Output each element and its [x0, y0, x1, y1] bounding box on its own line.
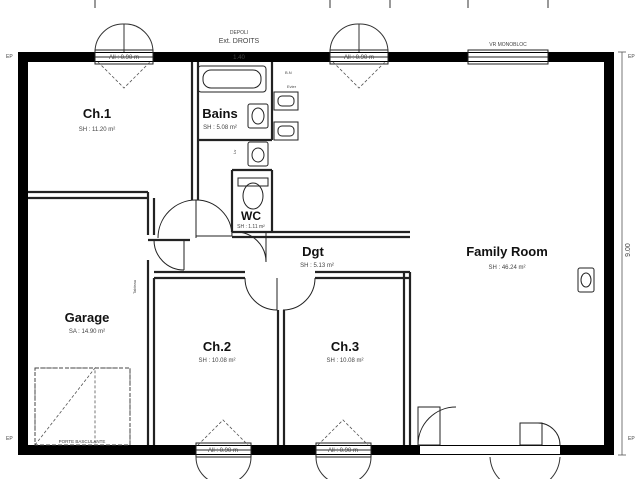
door-swings — [153, 199, 561, 446]
room-name-ch3: Ch.3 — [331, 339, 359, 354]
toilet-bowl — [242, 182, 264, 210]
edge-mark-tr: EP — [628, 54, 635, 60]
room-area-ch2: SH : 10.08 m² — [198, 358, 235, 364]
wall-top — [18, 52, 614, 62]
family-sink — [577, 267, 595, 293]
room-name-garage: Garage — [65, 310, 110, 325]
double-sink — [273, 91, 299, 111]
bathroom-fixtures — [197, 65, 595, 293]
wall-right — [604, 52, 614, 455]
edge-mark-br: EP — [628, 436, 635, 442]
window-label-top2: All : 0.90 m — [344, 55, 374, 61]
sink-bath — [247, 103, 269, 129]
edge-mark-tl: EP — [6, 54, 13, 60]
room-name-ch1: Ch.1 — [83, 106, 111, 121]
shower-note-top: DEPOLI — [230, 30, 248, 36]
room-area-garage: SA : 14.90 m² — [69, 329, 105, 335]
room-name-ch2: Ch.2 — [203, 339, 231, 354]
sink-note: Evier — [287, 84, 297, 89]
window-label-bottom1: All : 0.90 m — [208, 448, 238, 454]
garage-note: Tableau — [132, 280, 137, 294]
dimension-line-right — [618, 51, 626, 456]
garage-door-label: PORTE BASCULANTE — [59, 439, 106, 444]
interior-walls — [28, 62, 412, 445]
tub-note: B.N — [285, 70, 292, 75]
garage-door-outline — [34, 367, 131, 446]
wall-left — [18, 52, 28, 455]
window-label-bottom2: All : 0.90 m — [328, 448, 358, 454]
room-name-wc: WC — [241, 209, 261, 223]
bathtub — [197, 65, 267, 93]
window-label-top1: All : 0.90 m — [109, 55, 139, 61]
dimension-right: 9.00 — [625, 243, 632, 257]
edge-mark-bl: EP — [6, 436, 13, 442]
window-arcs — [94, 0, 561, 479]
room-area-ch1: SH : 11.20 m² — [79, 127, 116, 133]
toilet-tank — [237, 177, 269, 187]
room-name-dgt: Dgt — [302, 244, 324, 259]
bay-window-label: VR MONOBLOC — [489, 42, 527, 48]
shower-dimension: 1.40 — [233, 55, 245, 61]
shower-note-mid: Ext. DROITS — [219, 38, 260, 45]
room-area-bains: SH : 5.08 m² — [203, 125, 237, 131]
room-name-bains: Bains — [202, 106, 237, 121]
room-area-ch3: SH : 10.08 m² — [326, 358, 363, 364]
room-area-family: SH : 46.24 m² — [488, 265, 525, 271]
room-area-wc: SH : 1.11 m² — [237, 224, 265, 230]
room-area-dgt: SH : 5.13 m² — [300, 263, 334, 269]
toilet-note: Lv — [232, 150, 237, 154]
window-frames — [94, 49, 549, 458]
room-name-family: Family Room — [466, 244, 548, 259]
